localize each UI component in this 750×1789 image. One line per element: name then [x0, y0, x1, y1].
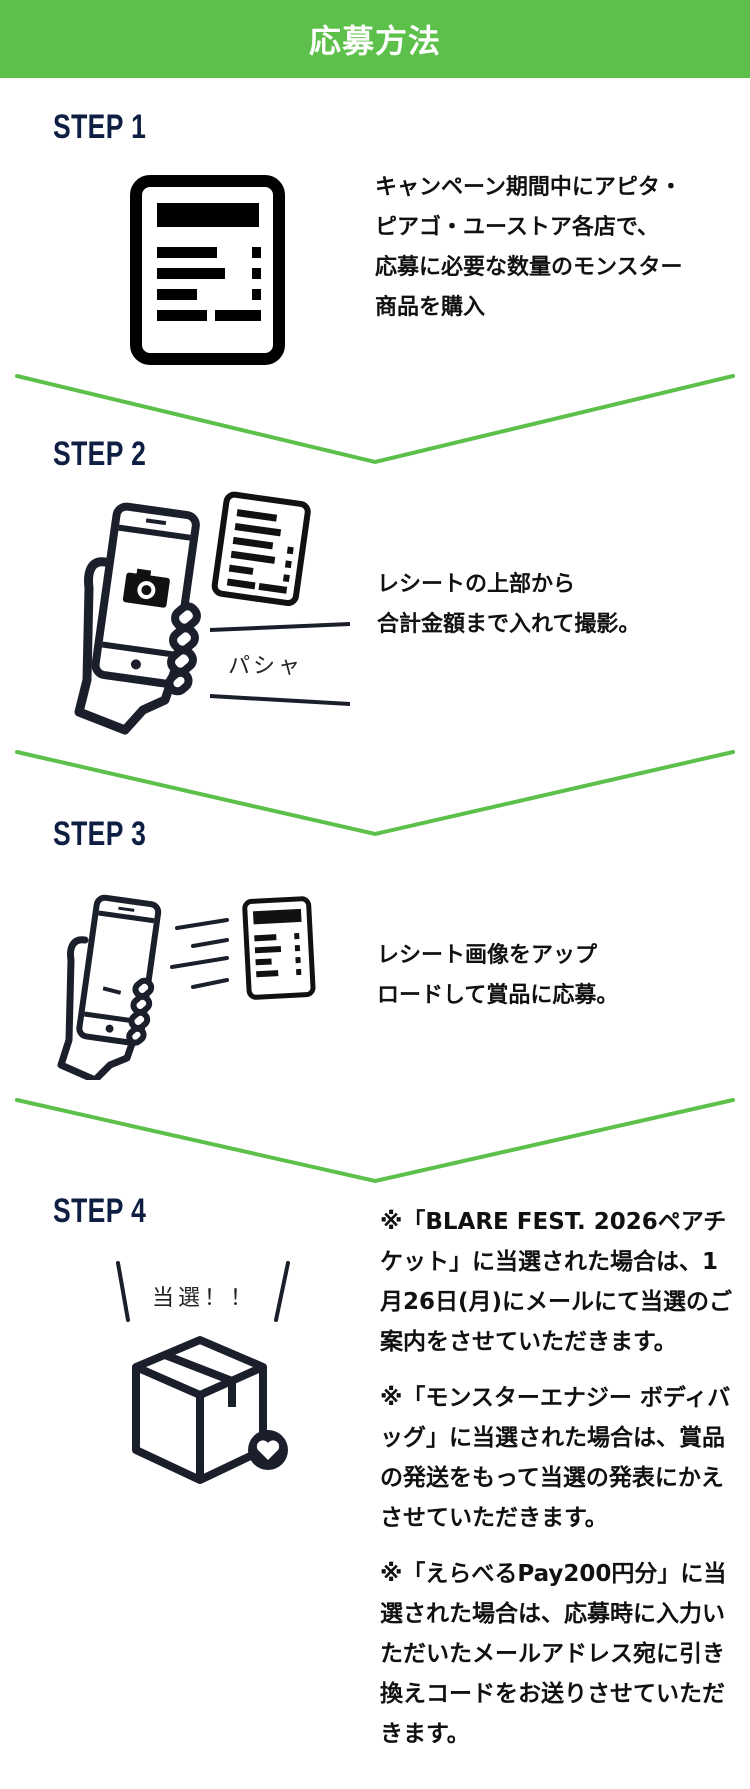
section-title: 応募方法 — [308, 22, 441, 60]
phone-camera-receipt-icon — [74, 491, 351, 735]
step-3-label: STEP 3 — [53, 815, 147, 853]
step-4-label: STEP 4 — [53, 1192, 147, 1230]
receipt-icon — [130, 175, 285, 365]
note-ticket-prize: ※「BLARE FEST. 2026ペアチケット」に当選された場合は、1月26日… — [380, 1209, 733, 1355]
winner-exclaim-label: 当選！！ — [152, 1286, 257, 1311]
step-2-description: レシートの上部から 合計金額まで入れて撮影。 — [377, 565, 640, 645]
step-1-line: ピアゴ・ユーストア各店で、 — [375, 215, 660, 240]
step-2-label: STEP 2 — [53, 435, 147, 473]
step-2-line: 合計金額まで入れて撮影。 — [377, 612, 641, 637]
step-3-description: レシート画像をアップ ロードして賞品に応募。 — [377, 936, 618, 1016]
shutter-sound-label: パシャ — [228, 654, 304, 679]
note-pay-prize: ※「えらべるPay200円分」に当選された場合は、応募時に入力いただいたメールア… — [380, 1561, 727, 1747]
step-2-line: レシートの上部から — [377, 572, 576, 597]
step-1-line: キャンペーン期間中にアピタ・ — [375, 175, 682, 200]
step-1-line: 商品を購入 — [375, 295, 486, 320]
chevron-down-divider — [15, 374, 735, 465]
step-3-line: レシート画像をアップ — [377, 943, 598, 968]
step-1-label: STEP 1 — [53, 108, 147, 146]
chevron-down-divider — [15, 1098, 735, 1184]
step-4-notes: ※「BLARE FEST. 2026ペアチケット」に当選された場合は、1月26日… — [380, 1202, 740, 1770]
note-bodybag-prize: ※「モンスターエナジー ボディバッグ」に当選された場合は、賞品の発送をもって当選… — [380, 1385, 731, 1531]
step-1-description: キャンペーン期間中にアピタ・ ピアゴ・ユーストア各店で、 応募に必要な数量のモン… — [375, 168, 683, 328]
section-header: 応募方法 — [0, 0, 750, 78]
step-3-line: ロードして賞品に応募。 — [377, 983, 619, 1008]
phone-upload-receipt-icon — [57, 894, 316, 1080]
prize-box-icon — [116, 1261, 290, 1484]
chevron-down-divider — [15, 750, 735, 837]
step-1-line: 応募に必要な数量のモンスター — [375, 255, 683, 280]
